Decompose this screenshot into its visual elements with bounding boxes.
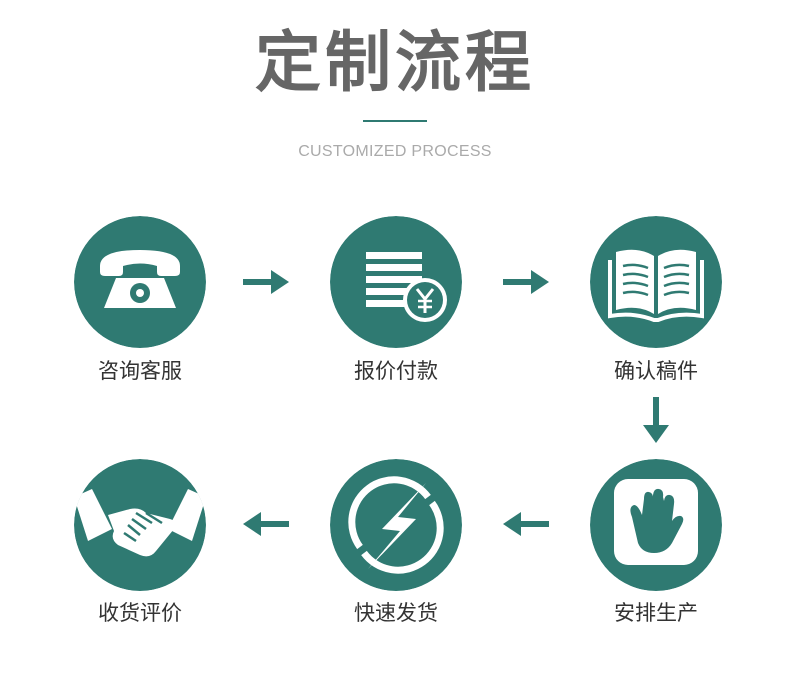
lightning-icon bbox=[330, 459, 462, 591]
hand-icon bbox=[590, 459, 722, 591]
step-label-quote: 报价付款 bbox=[354, 359, 438, 383]
title-divider bbox=[363, 120, 427, 122]
step-label-review: 收货评价 bbox=[98, 601, 182, 625]
step-quote-payment bbox=[330, 216, 462, 348]
step-confirm-draft bbox=[590, 216, 722, 348]
arrow-left-icon bbox=[243, 512, 289, 536]
arrow-right-icon bbox=[503, 270, 549, 294]
step-label-confirm: 确认稿件 bbox=[614, 359, 698, 383]
page-subtitle: CUSTOMIZED PROCESS bbox=[298, 143, 492, 160]
arrow-down-icon bbox=[643, 397, 669, 443]
step-label-delivery: 快速发货 bbox=[354, 601, 438, 625]
payment-yen-icon bbox=[330, 216, 462, 348]
telephone-icon bbox=[74, 216, 206, 348]
step-receive-review bbox=[74, 459, 206, 591]
arrow-right-icon bbox=[243, 270, 289, 294]
page-title: 定制流程 bbox=[255, 24, 535, 101]
step-arrange-production bbox=[590, 459, 722, 591]
step-label-consult: 咨询客服 bbox=[98, 359, 182, 383]
step-label-production: 安排生产 bbox=[614, 601, 698, 625]
step-fast-delivery bbox=[330, 459, 462, 591]
arrow-left-icon bbox=[503, 512, 549, 536]
open-book-icon bbox=[590, 216, 722, 348]
step-consult-service bbox=[74, 216, 206, 348]
handshake-icon bbox=[74, 459, 206, 591]
